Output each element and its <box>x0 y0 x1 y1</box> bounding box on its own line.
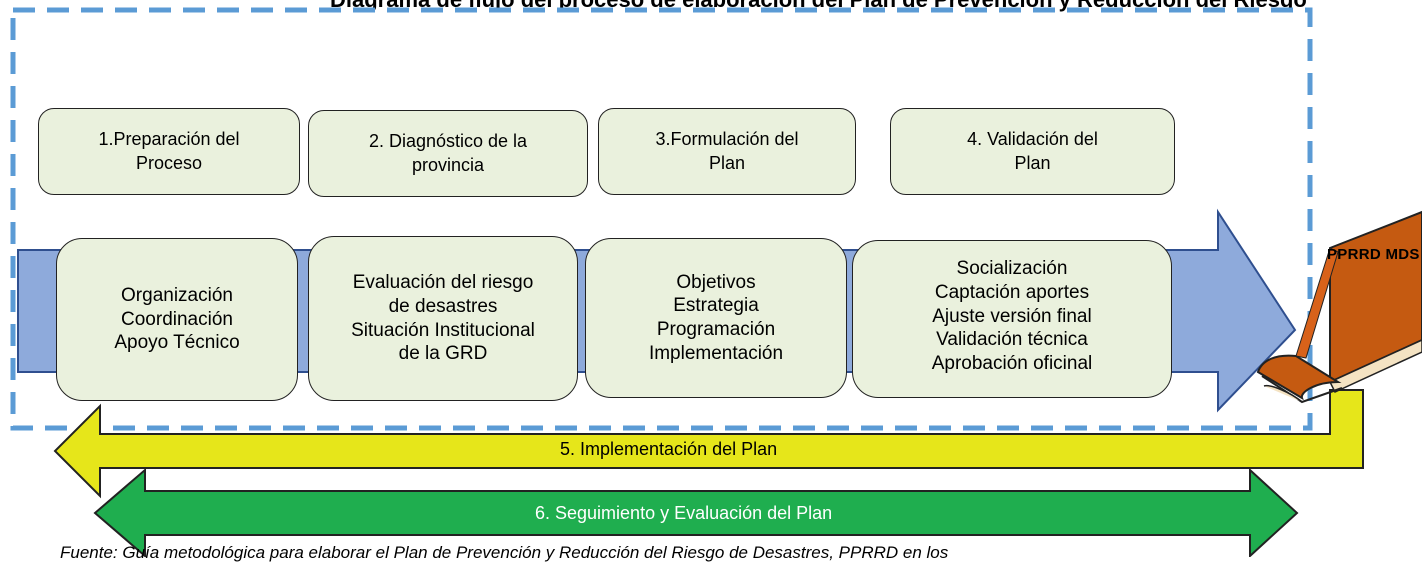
activity-text: Objetivos Estrategia Programación Implem… <box>648 271 784 364</box>
phase-label: 1.Preparación del Proceso <box>98 129 240 173</box>
monitoring-arrow <box>93 467 1299 557</box>
phase-preparation: 1.Preparación del Proceso <box>38 108 300 195</box>
activity-text: Socialización Captación aportes Ajuste v… <box>931 258 1093 374</box>
activity-diagnosis: Evaluación del riesgo de desastres Situa… <box>308 236 578 401</box>
phase-diagnosis: 2. Diagnóstico de la provincia <box>308 110 588 197</box>
phase-label: 2. Diagnóstico de la provincia <box>368 131 528 175</box>
activity-text: Organización Coordinación Apoyo Técnico <box>114 284 240 354</box>
dashed-boundary <box>10 7 1313 431</box>
implementation-label: 5. Implementación del Plan <box>560 439 778 459</box>
monitoring-label: 6. Seguimiento y Evaluación del Plan <box>535 503 833 523</box>
book-icon <box>1256 210 1422 404</box>
activity-formulation: Objetivos Estrategia Programación Implem… <box>585 238 847 398</box>
activity-text: Evaluación del riesgo de desastres Situa… <box>351 272 535 365</box>
phase-validation: 4. Validación del Plan <box>890 108 1175 195</box>
implementation-arrow <box>53 389 1364 499</box>
phase-label: 4. Validación del Plan <box>967 129 1098 173</box>
activity-validation: Socialización Captación aportes Ajuste v… <box>852 240 1172 398</box>
phase-label: 3.Formulación del Plan <box>655 129 799 173</box>
book-label: PPRRD MDS <box>1327 246 1420 263</box>
activity-preparation: Organización Coordinación Apoyo Técnico <box>56 238 298 401</box>
source-note: Fuente: Guía metodológica para elaborar … <box>60 543 949 562</box>
phase-formulation: 3.Formulación del Plan <box>598 108 856 195</box>
